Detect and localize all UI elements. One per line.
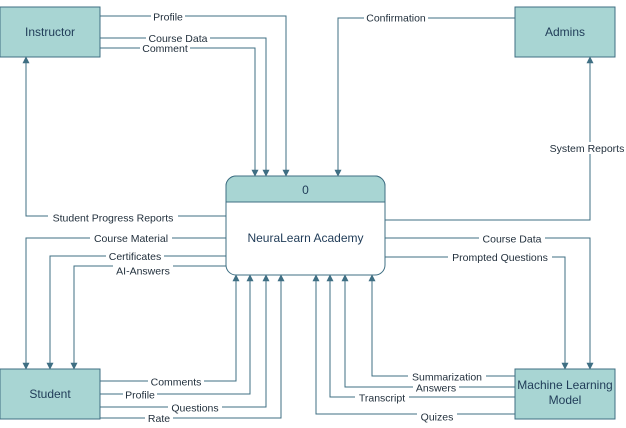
- flow-label-answers: Answers: [413, 382, 459, 395]
- flow-line-comments-student[interactable]: [100, 274, 240, 382]
- flow-label-certificates: Certificates: [106, 251, 164, 263]
- svg-text:Prompted Questions: Prompted Questions: [452, 252, 548, 264]
- process-number: 0: [302, 183, 309, 197]
- flow-label-course-data-in: Course Data: [146, 33, 210, 45]
- flow-label-transcript: Transcript: [355, 392, 409, 405]
- entity-ml-model-label-line2: Model: [549, 393, 582, 407]
- svg-text:Profile: Profile: [125, 390, 155, 402]
- flow-line-transcript[interactable]: [326, 274, 515, 398]
- flow-line-ai-answers[interactable]: [70, 265, 226, 370]
- entity-student-label: Student: [29, 387, 71, 401]
- flow-label-system-reports: System Reports: [546, 142, 626, 155]
- flow-label-course-material: Course Material: [90, 233, 172, 245]
- flow-line-answers[interactable]: [341, 274, 515, 388]
- flow-line-comment-in[interactable]: [100, 47, 259, 177]
- process-neuralearn[interactable]: 0 NeuraLearn Academy: [225, 175, 386, 276]
- flow-label-comments-student: Comments: [148, 376, 204, 389]
- entity-ml-model[interactable]: Machine Learning Model: [514, 368, 616, 420]
- svg-text:Student Progress Reports: Student Progress Reports: [53, 213, 174, 225]
- flow-line-confirmation[interactable]: [334, 17, 515, 177]
- svg-text:Transcript: Transcript: [359, 393, 405, 405]
- entity-admins[interactable]: Admins: [514, 6, 616, 58]
- svg-text:Certificates: Certificates: [109, 251, 162, 263]
- flow-label-rate: Rate: [145, 413, 173, 425]
- flow-label-quizes: Quizes: [417, 411, 457, 424]
- flow-label-ai-answers: AI-Answers: [113, 265, 173, 278]
- entity-admins-label: Admins: [545, 25, 585, 39]
- svg-text:AI-Answers: AI-Answers: [116, 266, 170, 278]
- flow-line-course-data-out[interactable]: [385, 237, 594, 370]
- flow-line-summarization[interactable]: [368, 274, 515, 377]
- entity-ml-model-label-line1: Machine Learning: [517, 378, 612, 392]
- svg-text:Quizes: Quizes: [421, 412, 454, 424]
- flow-line-system-reports[interactable]: [385, 56, 594, 221]
- svg-text:System Reports: System Reports: [550, 143, 625, 155]
- flow-label-confirmation: Confirmation: [364, 12, 428, 25]
- svg-text:Course Data: Course Data: [149, 33, 208, 45]
- flow-label-questions: Questions: [168, 402, 222, 415]
- svg-text:Comment: Comment: [142, 43, 188, 55]
- flow-label-student-progress: Student Progress Reports: [48, 212, 178, 225]
- flow-line-prompted-questions[interactable]: [385, 256, 569, 370]
- entity-instructor-label: Instructor: [25, 25, 75, 39]
- svg-text:Rate: Rate: [148, 413, 170, 425]
- flow-label-profile-student: Profile: [123, 389, 157, 402]
- entity-instructor[interactable]: Instructor: [0, 6, 101, 58]
- flow-label-course-data-out: Course Data: [479, 233, 545, 246]
- process-name: NeuraLearn Academy: [247, 231, 363, 245]
- flow-line-student-progress[interactable]: [22, 56, 226, 217]
- svg-text:Course Data: Course Data: [483, 234, 542, 246]
- svg-text:Comments: Comments: [151, 377, 202, 389]
- svg-text:Questions: Questions: [171, 403, 218, 415]
- entity-student[interactable]: Student: [0, 368, 101, 420]
- flow-label-summarization: Summarization: [408, 371, 486, 384]
- flow-label-profile-in: Profile: [151, 11, 185, 24]
- flow-line-questions[interactable]: [100, 274, 270, 408]
- flow-label-prompted-questions: Prompted Questions: [448, 252, 552, 264]
- flow-label-comment-in: Comment: [140, 43, 190, 55]
- flow-line-course-data-in[interactable]: [100, 37, 270, 177]
- svg-text:Profile: Profile: [153, 12, 183, 24]
- svg-text:Confirmation: Confirmation: [366, 13, 426, 25]
- svg-text:Answers: Answers: [416, 383, 456, 395]
- flow-line-certificates[interactable]: [46, 255, 226, 370]
- svg-text:Summarization: Summarization: [412, 372, 482, 384]
- svg-text:Course Material: Course Material: [94, 233, 168, 245]
